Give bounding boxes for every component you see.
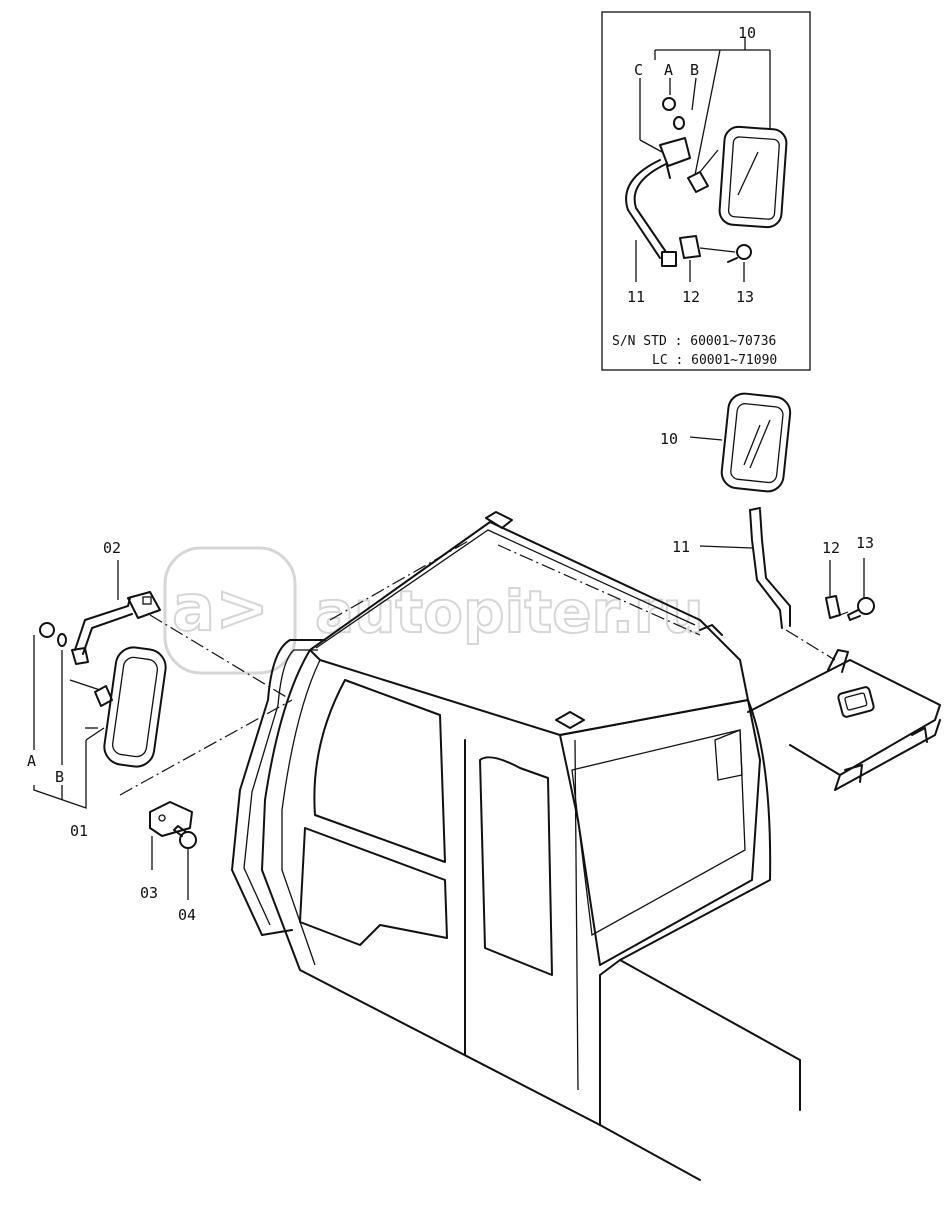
inset-bolt-icon bbox=[736, 244, 752, 260]
mirror-10-icon bbox=[720, 392, 792, 493]
label-03: 03 bbox=[140, 884, 158, 902]
cab-side-window bbox=[479, 756, 553, 976]
serial-number-lc: LC : 60001~71090 bbox=[652, 353, 777, 368]
clamp-12-icon bbox=[825, 595, 841, 619]
cab-handrail bbox=[231, 639, 326, 936]
label-04: 04 bbox=[178, 906, 196, 924]
inset-clamp-icon bbox=[679, 235, 701, 259]
inset-bracket-icon bbox=[659, 137, 691, 167]
inset-detail: 10 C A B 11 12 13 S/N STD : 60001~70736 … bbox=[601, 11, 811, 371]
label-12: 12 bbox=[822, 539, 840, 557]
mirror-01-icon bbox=[103, 646, 167, 768]
washer-b-icon bbox=[57, 633, 67, 647]
label-a: A bbox=[27, 752, 36, 770]
clamp-03-icon bbox=[149, 801, 193, 837]
inset-label-11: 11 bbox=[627, 288, 645, 306]
label-10: 10 bbox=[660, 430, 678, 448]
cab-door-window-upper bbox=[313, 679, 446, 863]
watermark: a> autopiter.ru bbox=[163, 546, 705, 675]
watermark-text: autopiter.ru bbox=[315, 578, 704, 646]
watermark-logo-box bbox=[163, 546, 297, 675]
left-mirror-assembly: 02 A B 01 03 04 bbox=[27, 539, 293, 924]
inset-mirror-icon bbox=[718, 125, 788, 229]
inset-label-13: 13 bbox=[736, 288, 754, 306]
cab-roof bbox=[309, 521, 749, 736]
label-01: 01 bbox=[70, 822, 88, 840]
cab-base bbox=[599, 959, 801, 1181]
inset-washer-icon bbox=[673, 116, 685, 130]
inset-stay-arm-icon bbox=[625, 159, 661, 259]
inset-label-c: C bbox=[634, 61, 643, 79]
inset-label-12: 12 bbox=[682, 288, 700, 306]
label-13: 13 bbox=[856, 534, 874, 552]
cab-outline bbox=[231, 511, 941, 1181]
label-02: 02 bbox=[103, 539, 121, 557]
bolt-13-icon bbox=[857, 597, 875, 615]
inset-ball-joint-icon bbox=[687, 171, 709, 193]
inset-frame bbox=[601, 11, 811, 371]
inset-nut-icon bbox=[662, 97, 676, 111]
cab-door-window-lower bbox=[299, 827, 448, 946]
side-deck-panel bbox=[747, 659, 941, 776]
label-b: B bbox=[55, 768, 64, 786]
nut-a-icon bbox=[39, 622, 55, 638]
inset-label-a: A bbox=[664, 61, 673, 79]
inset-label-10: 10 bbox=[738, 24, 756, 42]
watermark-logo-glyph: a> bbox=[172, 572, 269, 646]
inset-label-b: B bbox=[690, 61, 699, 79]
label-11: 11 bbox=[672, 538, 690, 556]
right-mirror-assembly: 10 11 12 13 bbox=[660, 392, 875, 661]
stay-arm-11-icon bbox=[749, 509, 783, 629]
serial-number-std: S/N STD : 60001~70736 bbox=[612, 334, 776, 349]
cab-windshield bbox=[559, 699, 761, 966]
bolt-04-icon bbox=[179, 831, 197, 849]
cab-left-edge bbox=[261, 649, 601, 1126]
